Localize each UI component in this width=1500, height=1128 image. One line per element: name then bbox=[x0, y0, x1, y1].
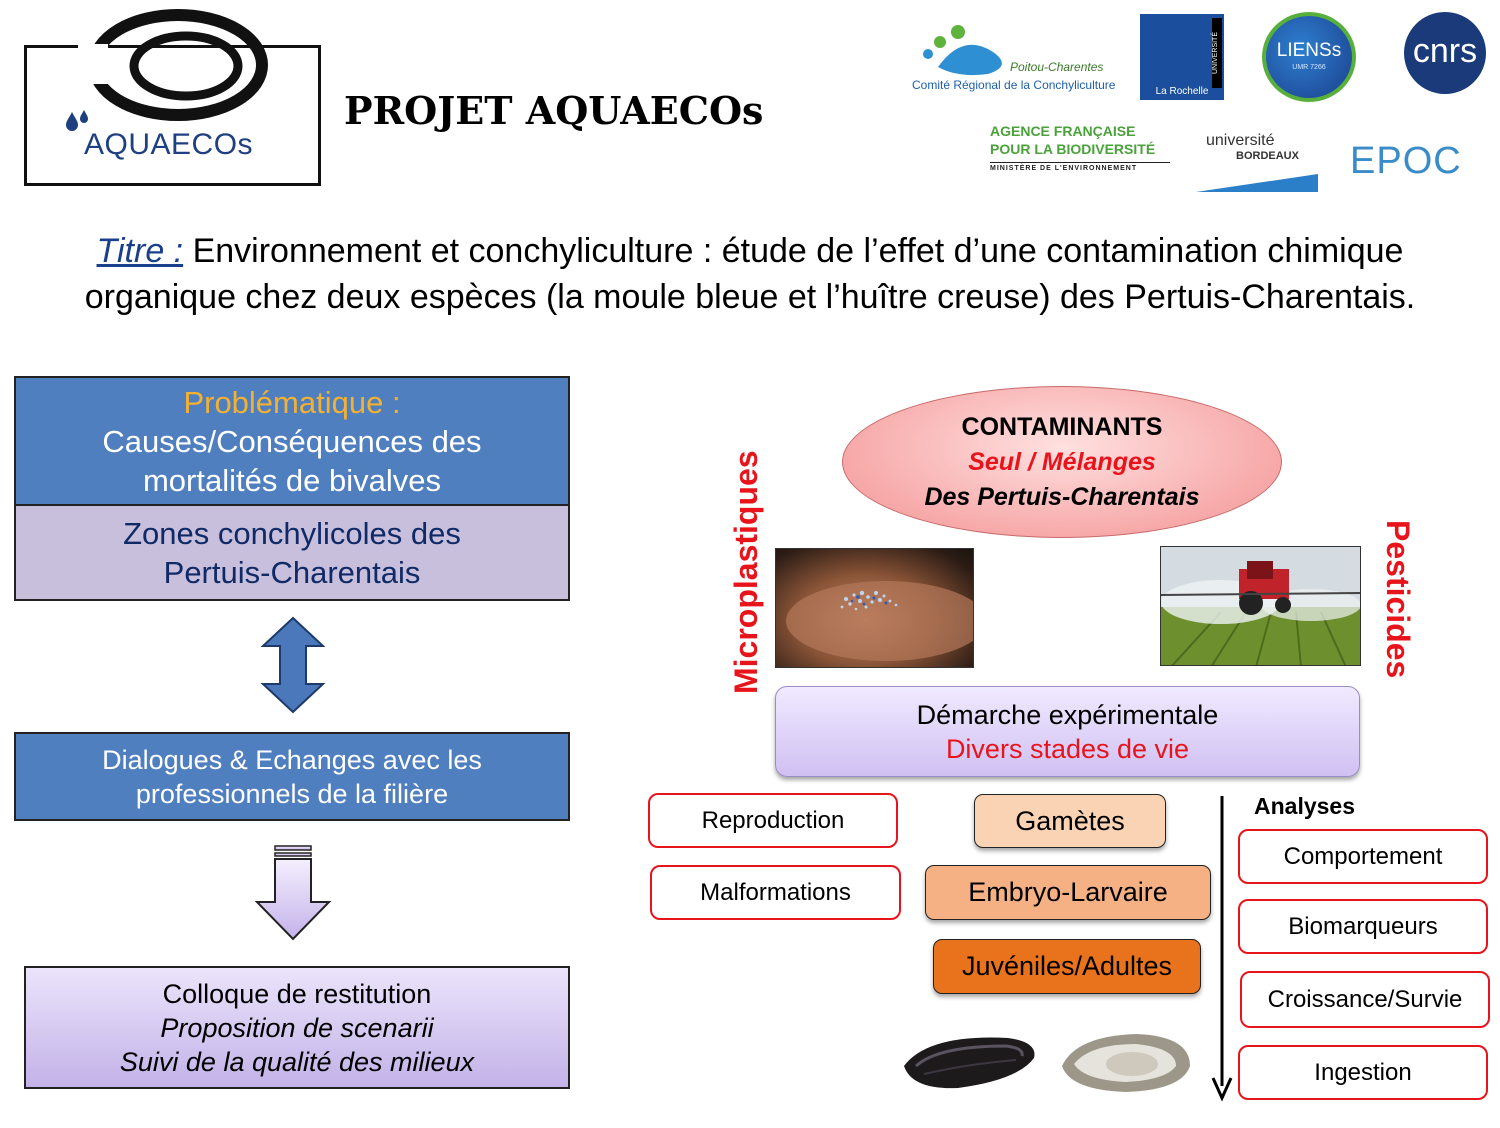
analyse-croissance: Croissance/Survie bbox=[1240, 971, 1490, 1028]
larochelle-text: La Rochelle bbox=[1155, 86, 1209, 97]
stage-embryo-label: Embryo-Larvaire bbox=[968, 877, 1168, 907]
oyster-icon bbox=[1062, 1034, 1190, 1092]
dialogues-line2: professionnels de la filière bbox=[135, 778, 449, 809]
demarche-label: Démarche expérimentale bbox=[916, 699, 1219, 730]
liens-sub-text: UMR 7266 bbox=[1292, 64, 1326, 71]
dialogues-line1: Dialogues & Echanges avec les bbox=[102, 744, 482, 775]
problematique-label: Problématique : bbox=[183, 384, 401, 420]
partner-logo-cnrs: cnrs bbox=[1404, 12, 1486, 94]
problematique-line2: mortalités de bivalves bbox=[142, 462, 442, 498]
microplastics-particles-icon bbox=[786, 581, 973, 661]
problematique-line1: Causes/Conséquences des bbox=[102, 423, 482, 459]
partner-logo-bordeaux: université BORDEAUX bbox=[1196, 128, 1318, 192]
analyse-biomarqueurs: Biomarqueurs bbox=[1238, 899, 1488, 954]
microplastiques-text: Microplastiques bbox=[728, 450, 764, 694]
afb-line2: POUR LA BIODIVERSITÉ bbox=[990, 141, 1156, 157]
analyse-biomarqueurs-label: Biomarqueurs bbox=[1288, 912, 1438, 940]
microplastiques-label: Microplastiques bbox=[728, 444, 768, 694]
title-label: Titre : bbox=[96, 232, 184, 270]
stage-gametes-label: Gamètes bbox=[1015, 805, 1125, 836]
malformations-label: Malformations bbox=[700, 878, 851, 906]
logo-text: AQUAECOs bbox=[84, 128, 254, 161]
analyses-label: Analyses bbox=[1254, 793, 1356, 819]
crc-region-text: Poitou-Charentes bbox=[1010, 60, 1104, 74]
ub-line1: université bbox=[1206, 132, 1275, 149]
zones-line1: Zones conchylicoles des bbox=[123, 515, 461, 551]
afb-line3: MINISTÈRE DE L'ENVIRONNEMENT bbox=[990, 162, 1170, 172]
reproduction-box: Reproduction bbox=[648, 793, 898, 848]
malformations-box: Malformations bbox=[650, 865, 901, 920]
analyse-ingestion: Ingestion bbox=[1238, 1045, 1488, 1100]
partner-logo-crc: Poitou-Charentes Comité Régional de la C… bbox=[908, 22, 1120, 98]
analyse-ingestion-label: Ingestion bbox=[1314, 1058, 1412, 1086]
liens-text: LIENSs bbox=[1276, 40, 1342, 61]
tractor-spraying-icon bbox=[1161, 547, 1360, 665]
partner-logo-larochelle: UNIVERSITÉ La Rochelle bbox=[1140, 14, 1224, 100]
pesticides-label: Pesticides bbox=[1376, 520, 1416, 685]
title-block: Titre : Environnement et conchyliculture… bbox=[40, 228, 1460, 320]
title-text: Environnement et conchyliculture : étude… bbox=[84, 232, 1416, 316]
pesticides-text: Pesticides bbox=[1380, 520, 1416, 679]
dialogues-box: Dialogues & Echanges avec les profession… bbox=[14, 732, 570, 821]
contaminants-ellipse: CONTAMINANTS Seul / Mélanges Des Pertuis… bbox=[842, 386, 1282, 538]
pesticides-photo bbox=[1160, 546, 1361, 666]
stage-gametes: Gamètes bbox=[974, 794, 1166, 848]
colloque-line2: Proposition de scenarii bbox=[160, 1012, 434, 1043]
water-drops-icon bbox=[66, 110, 88, 131]
wave-drops-icon bbox=[923, 25, 1002, 76]
project-title: PROJET AQUAECOs bbox=[344, 88, 764, 133]
colloque-line1: Colloque de restitution bbox=[162, 978, 432, 1009]
partner-logo-liens: LIENSs UMR 7266 bbox=[1262, 12, 1356, 102]
reproduction-label: Reproduction bbox=[701, 806, 845, 834]
microplastics-photo bbox=[775, 548, 974, 668]
double-arrow-icon bbox=[260, 616, 326, 714]
colloque-box: Colloque de restitution Proposition de s… bbox=[24, 966, 570, 1089]
bordeaux-swoosh-icon bbox=[1196, 174, 1318, 192]
cnrs-text: cnrs bbox=[1412, 32, 1478, 70]
oyster-logo-icon bbox=[78, 9, 268, 121]
larochelle-vertical-text: UNIVERSITÉ bbox=[1212, 18, 1222, 88]
afb-line1: AGENCE FRANÇAISE bbox=[990, 123, 1136, 139]
partner-logo-afb: AGENCE FRANÇAISE POUR LA BIODIVERSITÉ MI… bbox=[990, 122, 1170, 182]
des-pertuis-label: Des Pertuis-Charentais bbox=[924, 482, 1200, 511]
divers-stades-label: Divers stades de vie bbox=[945, 733, 1190, 764]
analyse-comportement: Comportement bbox=[1238, 829, 1488, 884]
contaminants-label: CONTAMINANTS bbox=[961, 412, 1163, 441]
stage-juveniles-label: Juvéniles/Adultes bbox=[961, 951, 1173, 981]
problematique-box: Problématique : Causes/Conséquences des … bbox=[14, 376, 570, 506]
mussel-icon bbox=[904, 1037, 1035, 1089]
timeline-arrow-icon bbox=[1211, 796, 1233, 1102]
seul-melanges-label: Seul / Mélanges bbox=[968, 447, 1156, 476]
stage-juveniles-adultes: Juvéniles/Adultes bbox=[933, 939, 1201, 994]
ub-line2: BORDEAUX bbox=[1236, 150, 1299, 162]
crc-name-text: Comité Régional de la Conchyliculture bbox=[912, 78, 1116, 92]
demarche-box: Démarche expérimentale Divers stades de … bbox=[775, 686, 1360, 777]
down-arrow-icon bbox=[254, 845, 332, 941]
analyse-croissance-label: Croissance/Survie bbox=[1267, 985, 1463, 1013]
partner-logo-epoc: EPOC bbox=[1350, 140, 1462, 182]
analyse-comportement-label: Comportement bbox=[1283, 842, 1443, 870]
zones-box: Zones conchylicoles des Pertuis-Charenta… bbox=[14, 504, 570, 601]
colloque-line3: Suivi de la qualité des milieux bbox=[119, 1046, 475, 1077]
zones-line2: Pertuis-Charentais bbox=[163, 554, 421, 590]
stage-embryo-larvaire: Embryo-Larvaire bbox=[925, 865, 1211, 920]
